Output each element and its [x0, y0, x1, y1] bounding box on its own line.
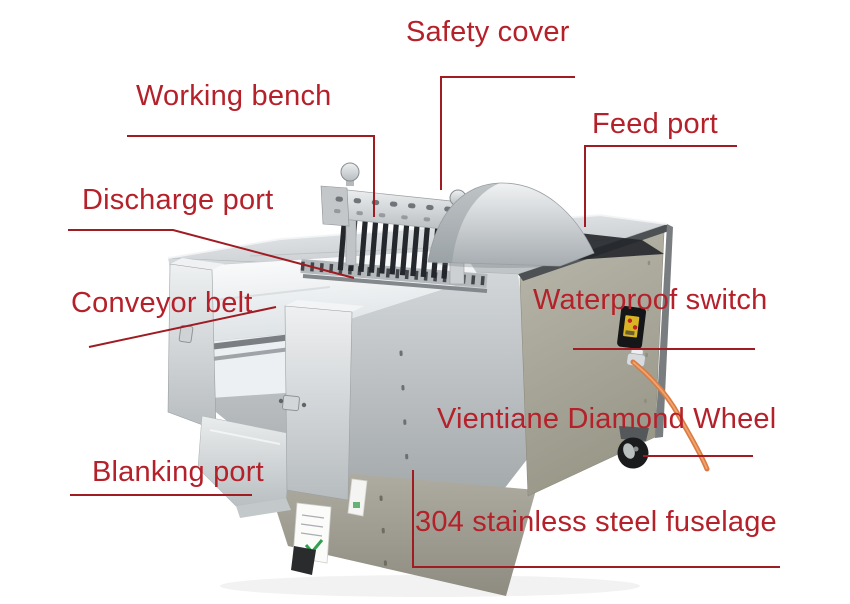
conveyor-right-plate	[284, 305, 353, 501]
frame-bolts-row2	[334, 209, 468, 225]
accessories	[291, 260, 710, 575]
leader-working-bench	[127, 135, 375, 217]
knob-left	[340, 162, 360, 182]
switch-dot1	[627, 318, 633, 323]
frame-bolts-row1	[335, 196, 471, 214]
switch-detail	[625, 330, 635, 336]
wheel-mount	[619, 426, 649, 441]
clasp-bolt	[278, 398, 284, 404]
conveyor-left-plate-top	[170, 258, 224, 270]
frame-end-block	[320, 185, 350, 227]
comb-teeth	[300, 261, 488, 286]
clasp-bolt2	[301, 402, 307, 408]
body-base-block	[262, 466, 536, 596]
waterproof-switch-part	[617, 306, 647, 349]
blanking-chute-lip	[236, 498, 291, 518]
switch-dot2	[632, 325, 638, 330]
power-cable-highlight	[632, 361, 708, 470]
leader-lines	[68, 76, 780, 568]
leader-conveyor-belt	[88, 306, 277, 348]
ground-shadow	[220, 575, 640, 597]
wheel-highlight	[623, 443, 635, 459]
feed-and-cover	[427, 182, 664, 268]
label-waterproof-switch: Waterproof switch	[533, 284, 768, 316]
wheel-hub	[633, 446, 639, 452]
conveyor-assembly	[167, 248, 481, 518]
label-blanking-port: Blanking port	[92, 456, 264, 488]
machine-foot	[291, 546, 316, 575]
label-working-bench: Working bench	[136, 80, 332, 112]
blade-assembly	[300, 162, 488, 293]
label-discharge-port: Discharge port	[82, 184, 274, 216]
safety-cover-flank	[428, 183, 500, 263]
label-conveyor-belt: Conveyor belt	[71, 287, 253, 319]
leader-feed-port	[584, 145, 737, 227]
leader-fuselage	[412, 470, 780, 568]
right-plate-clasp	[282, 394, 300, 412]
comb-rail-lower	[302, 274, 488, 293]
leader-safety-cover	[440, 76, 575, 190]
label-safety-cover: Safety cover	[406, 16, 570, 48]
conveyor-right-plate-top	[285, 300, 364, 312]
belt-seam	[214, 286, 331, 301]
leader-discharge-port	[68, 229, 355, 279]
label-feed-port: Feed port	[592, 108, 718, 140]
chute-highlight	[209, 429, 281, 445]
label-304-stainless-steel-fuselage: 304 stainless steel fuselage	[415, 506, 777, 538]
label-vientiane-diamond-wheel: Vientiane Diamond Wheel	[437, 403, 777, 435]
